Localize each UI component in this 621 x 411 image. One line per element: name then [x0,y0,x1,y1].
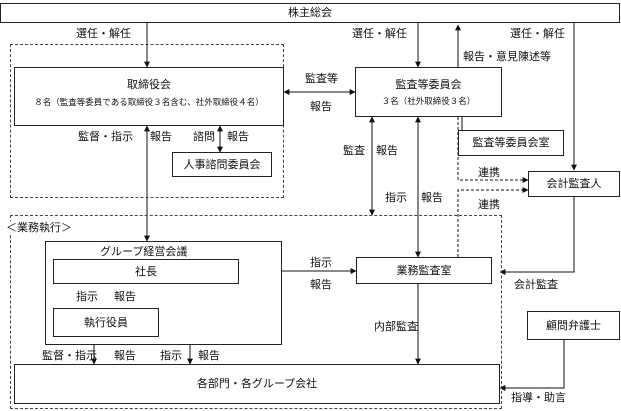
label-report-officers: 報告 [114,290,136,303]
audit-committee-label: 監査等委員会 [395,78,462,91]
label-report-board-audit: 報告 [310,100,332,113]
label-report-ac2: 報告 [421,191,443,204]
audit-committee-sub-label: ３名（社外取締役３名） [381,97,476,107]
departments-label: 各部門・各グループ会社 [196,377,318,390]
board-box [14,67,284,126]
business-section-label: ＜業務執行＞ [6,221,74,234]
legal-box [527,311,620,340]
label-supervise: 監督・指示 [78,130,133,143]
label-internal-audit: 内部監査 [374,320,418,333]
label-elect-audit: 選任・解任 [352,27,407,40]
hr-committee-box [172,152,272,177]
label-instruct-dept: 指示 [160,349,182,362]
label-report-hr: 報告 [227,130,249,143]
label-supervise-2: 監督・指示 [42,349,97,362]
label-guidance: 指導・助言 [511,391,566,404]
label-report-dept-1: 報告 [114,349,136,362]
president-label: 社長 [135,265,157,278]
label-coop-1: 連携 [478,166,500,179]
label-report-president: 報告 [310,278,332,291]
president-box [53,259,239,284]
business-area [10,215,502,409]
label-audit-etc: 監査等 [305,72,338,85]
line-coop-internal-accountant [457,187,529,257]
line-legal-guidance [499,340,565,391]
label-accounting-audit: 会計監査 [514,278,558,291]
label-consult: 諮問 [193,130,215,143]
label-coop-2: 連携 [478,198,500,211]
label-report-opinion: 報告・意見陳述等 [463,50,551,63]
label-report-board: 報告 [150,130,172,143]
shareholders-meeting-label: 株主総会 [288,6,332,19]
label-instruct-officers: 指示 [76,290,98,303]
label-instruct-president: 指示 [310,256,332,269]
label-elect-accountant: 選任・解任 [510,27,565,40]
board-label: 取締役会 [127,78,171,91]
accountant-label: 会計監査人 [546,177,602,190]
internal-audit-box [356,257,492,284]
group-meeting-label: グループ経営会議 [100,245,188,258]
label-report-ac: 報告 [376,144,398,157]
legal-label: 顧問弁護士 [546,319,601,332]
audit-office-label: 監査等委員会室 [472,136,550,149]
internal-audit-label: 業務監査室 [396,264,452,277]
label-audit-ac: 監査 [343,144,365,157]
officers-label: 執行役員 [84,316,128,329]
departments-box [14,364,500,404]
line-accounting-audit [499,197,575,275]
label-elect-board: 選任・解任 [76,27,131,40]
label-report-dept-2: 報告 [198,349,220,362]
hr-committee-label: 人事諮問委員会 [183,158,261,171]
shareholders-meeting-box [0,3,620,23]
audit-office-box [458,130,564,156]
board-sub-label: ８名（監査等委員である取締役３名含む、社外取締役４名） [34,98,264,108]
label-instruct-ac: 指示 [385,191,407,204]
officers-box [53,308,159,337]
accountant-box [528,171,620,197]
audit-committee-box [355,67,502,117]
